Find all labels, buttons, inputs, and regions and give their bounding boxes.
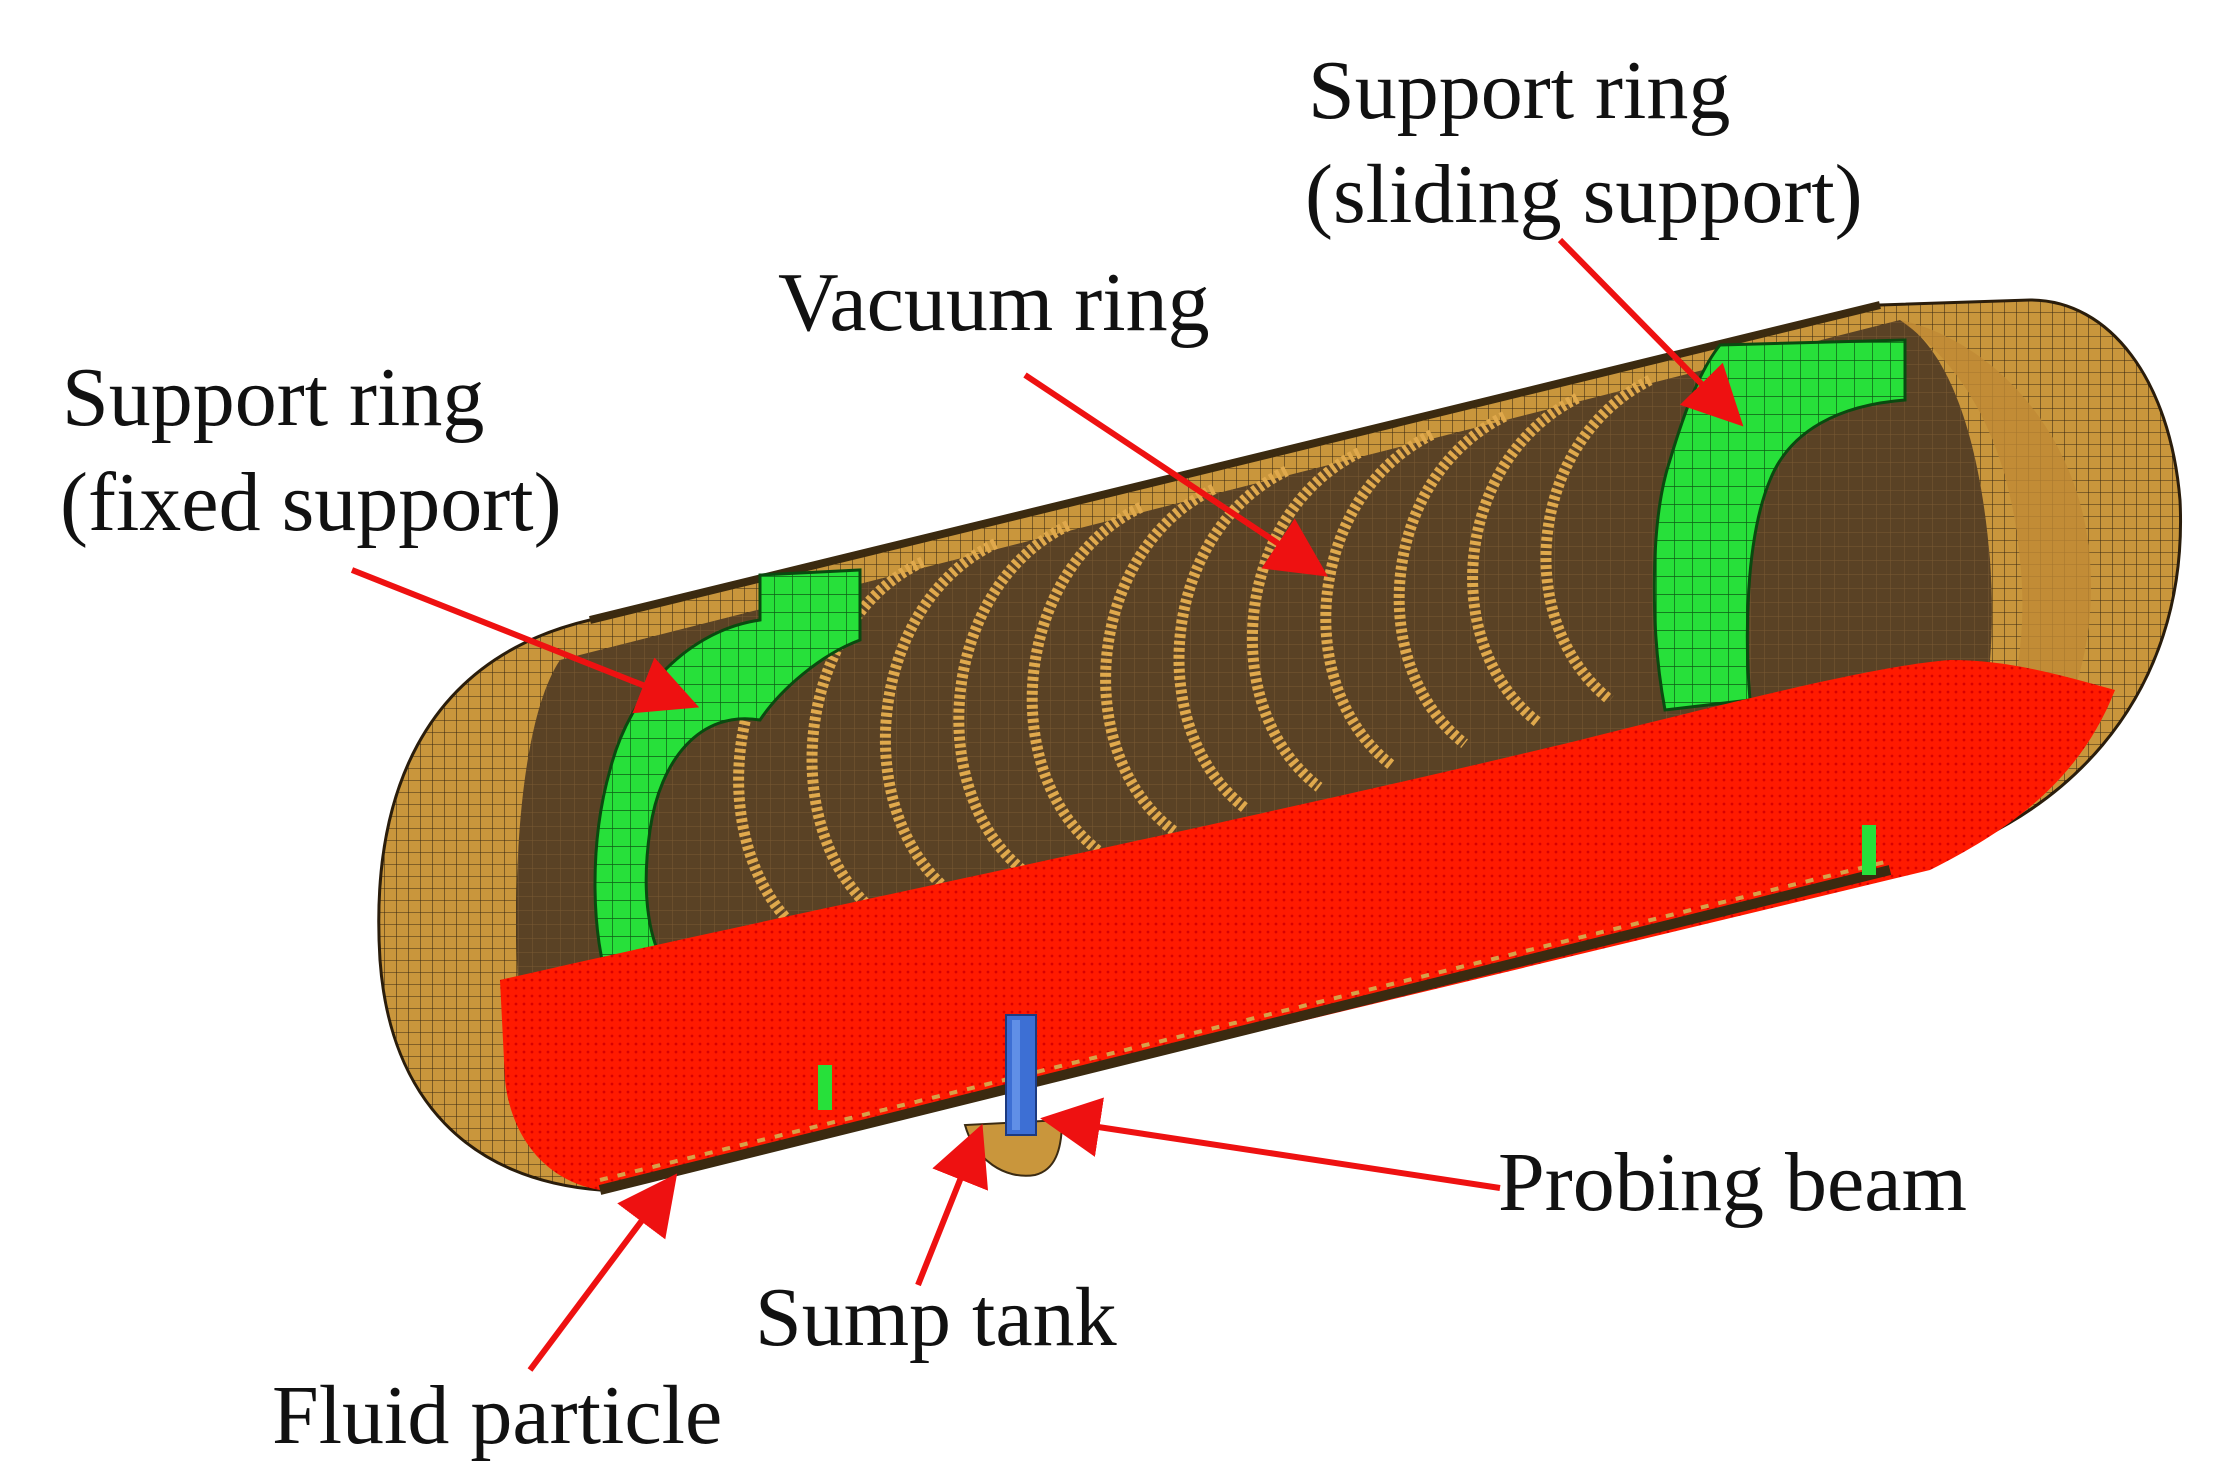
vacuum-ring-arc xyxy=(1247,447,1362,792)
arrow-support-ring-fixed xyxy=(350,567,700,714)
label-fluid-particle: Fluid particle xyxy=(272,1369,722,1462)
label-probing-beam: Probing beam xyxy=(1498,1136,1967,1229)
label-support-ring-sliding-2: (sliding support) xyxy=(1305,148,1863,241)
vacuum-ring-arc xyxy=(953,520,1071,879)
fluid-region xyxy=(500,660,2115,1190)
arrow-fluid-particle xyxy=(527,1173,678,1372)
vacuum-ring-arc xyxy=(1467,393,1580,727)
arrow-probing-beam xyxy=(1040,1097,1501,1191)
probing-beam xyxy=(1005,1014,1037,1136)
support-foot-right xyxy=(1862,825,1876,875)
label-vacuum-ring: Vacuum ring xyxy=(778,256,1210,349)
arrow-support-ring-sliding xyxy=(1557,237,1744,427)
label-support-ring-fixed-2: (fixed support) xyxy=(60,456,562,549)
arrow-vacuum-ring xyxy=(1023,372,1328,577)
support-foot-left xyxy=(818,1065,832,1110)
shell-bottom-rim xyxy=(598,865,1892,1195)
annotation-arrows xyxy=(350,237,1744,1372)
vacuum-ring-arc xyxy=(1173,465,1289,814)
vacuum-ring-arc xyxy=(879,538,998,901)
vacuum-ring-arc xyxy=(1540,375,1653,705)
arrow-sump-tank xyxy=(915,1123,989,1287)
label-support-ring-fixed-1: Support ring xyxy=(62,351,484,444)
label-sump-tank: Sump tank xyxy=(755,1271,1117,1364)
vacuum-ring-arc xyxy=(806,556,926,923)
support-ring-sliding xyxy=(1652,338,1907,712)
vacuum-ring-arc xyxy=(1100,484,1217,836)
vacuum-ring-arc xyxy=(1026,502,1144,858)
label-support-ring-sliding-1: Support ring xyxy=(1308,44,1730,137)
vacuum-ring-arc xyxy=(1320,429,1435,770)
vacuum-rings xyxy=(733,375,1653,945)
